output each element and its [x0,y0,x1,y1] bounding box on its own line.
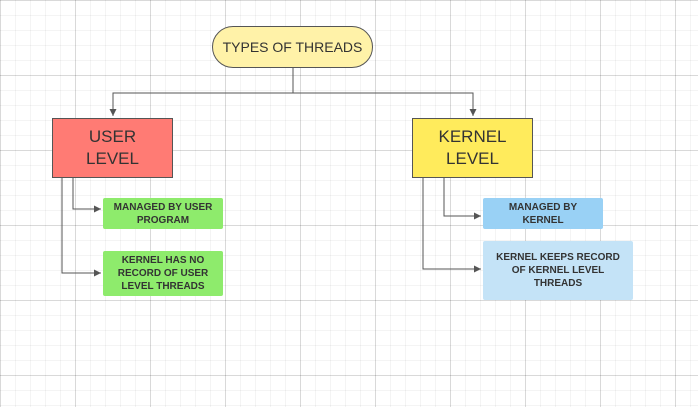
root-node-types-of-threads: TYPES OF THREADS [212,26,373,68]
arrow-user-to-managed-by-user [72,178,101,213]
node-managed-by-kernel: MANAGED BY KERNEL [483,198,603,229]
node-kernel-keeps-record: KERNEL KEEPS RECORD OF KERNEL LEVEL THRE… [483,241,633,300]
arrow-root-to-user-level [109,68,294,116]
arrow-root-to-kernel-level [293,92,477,116]
node-kernel-has-no-record: KERNEL HAS NO RECORD OF USER LEVEL THREA… [103,251,223,296]
arrow-kernel-to-keeps-record [422,178,481,273]
node-kernel-level: KERNEL LEVEL [412,118,533,178]
arrow-user-to-no-record [61,178,101,277]
node-user-level: USER LEVEL [52,118,173,178]
arrow-kernel-to-managed-by-kernel [443,178,481,220]
node-managed-by-user-program: MANAGED BY USER PROGRAM [103,198,223,229]
